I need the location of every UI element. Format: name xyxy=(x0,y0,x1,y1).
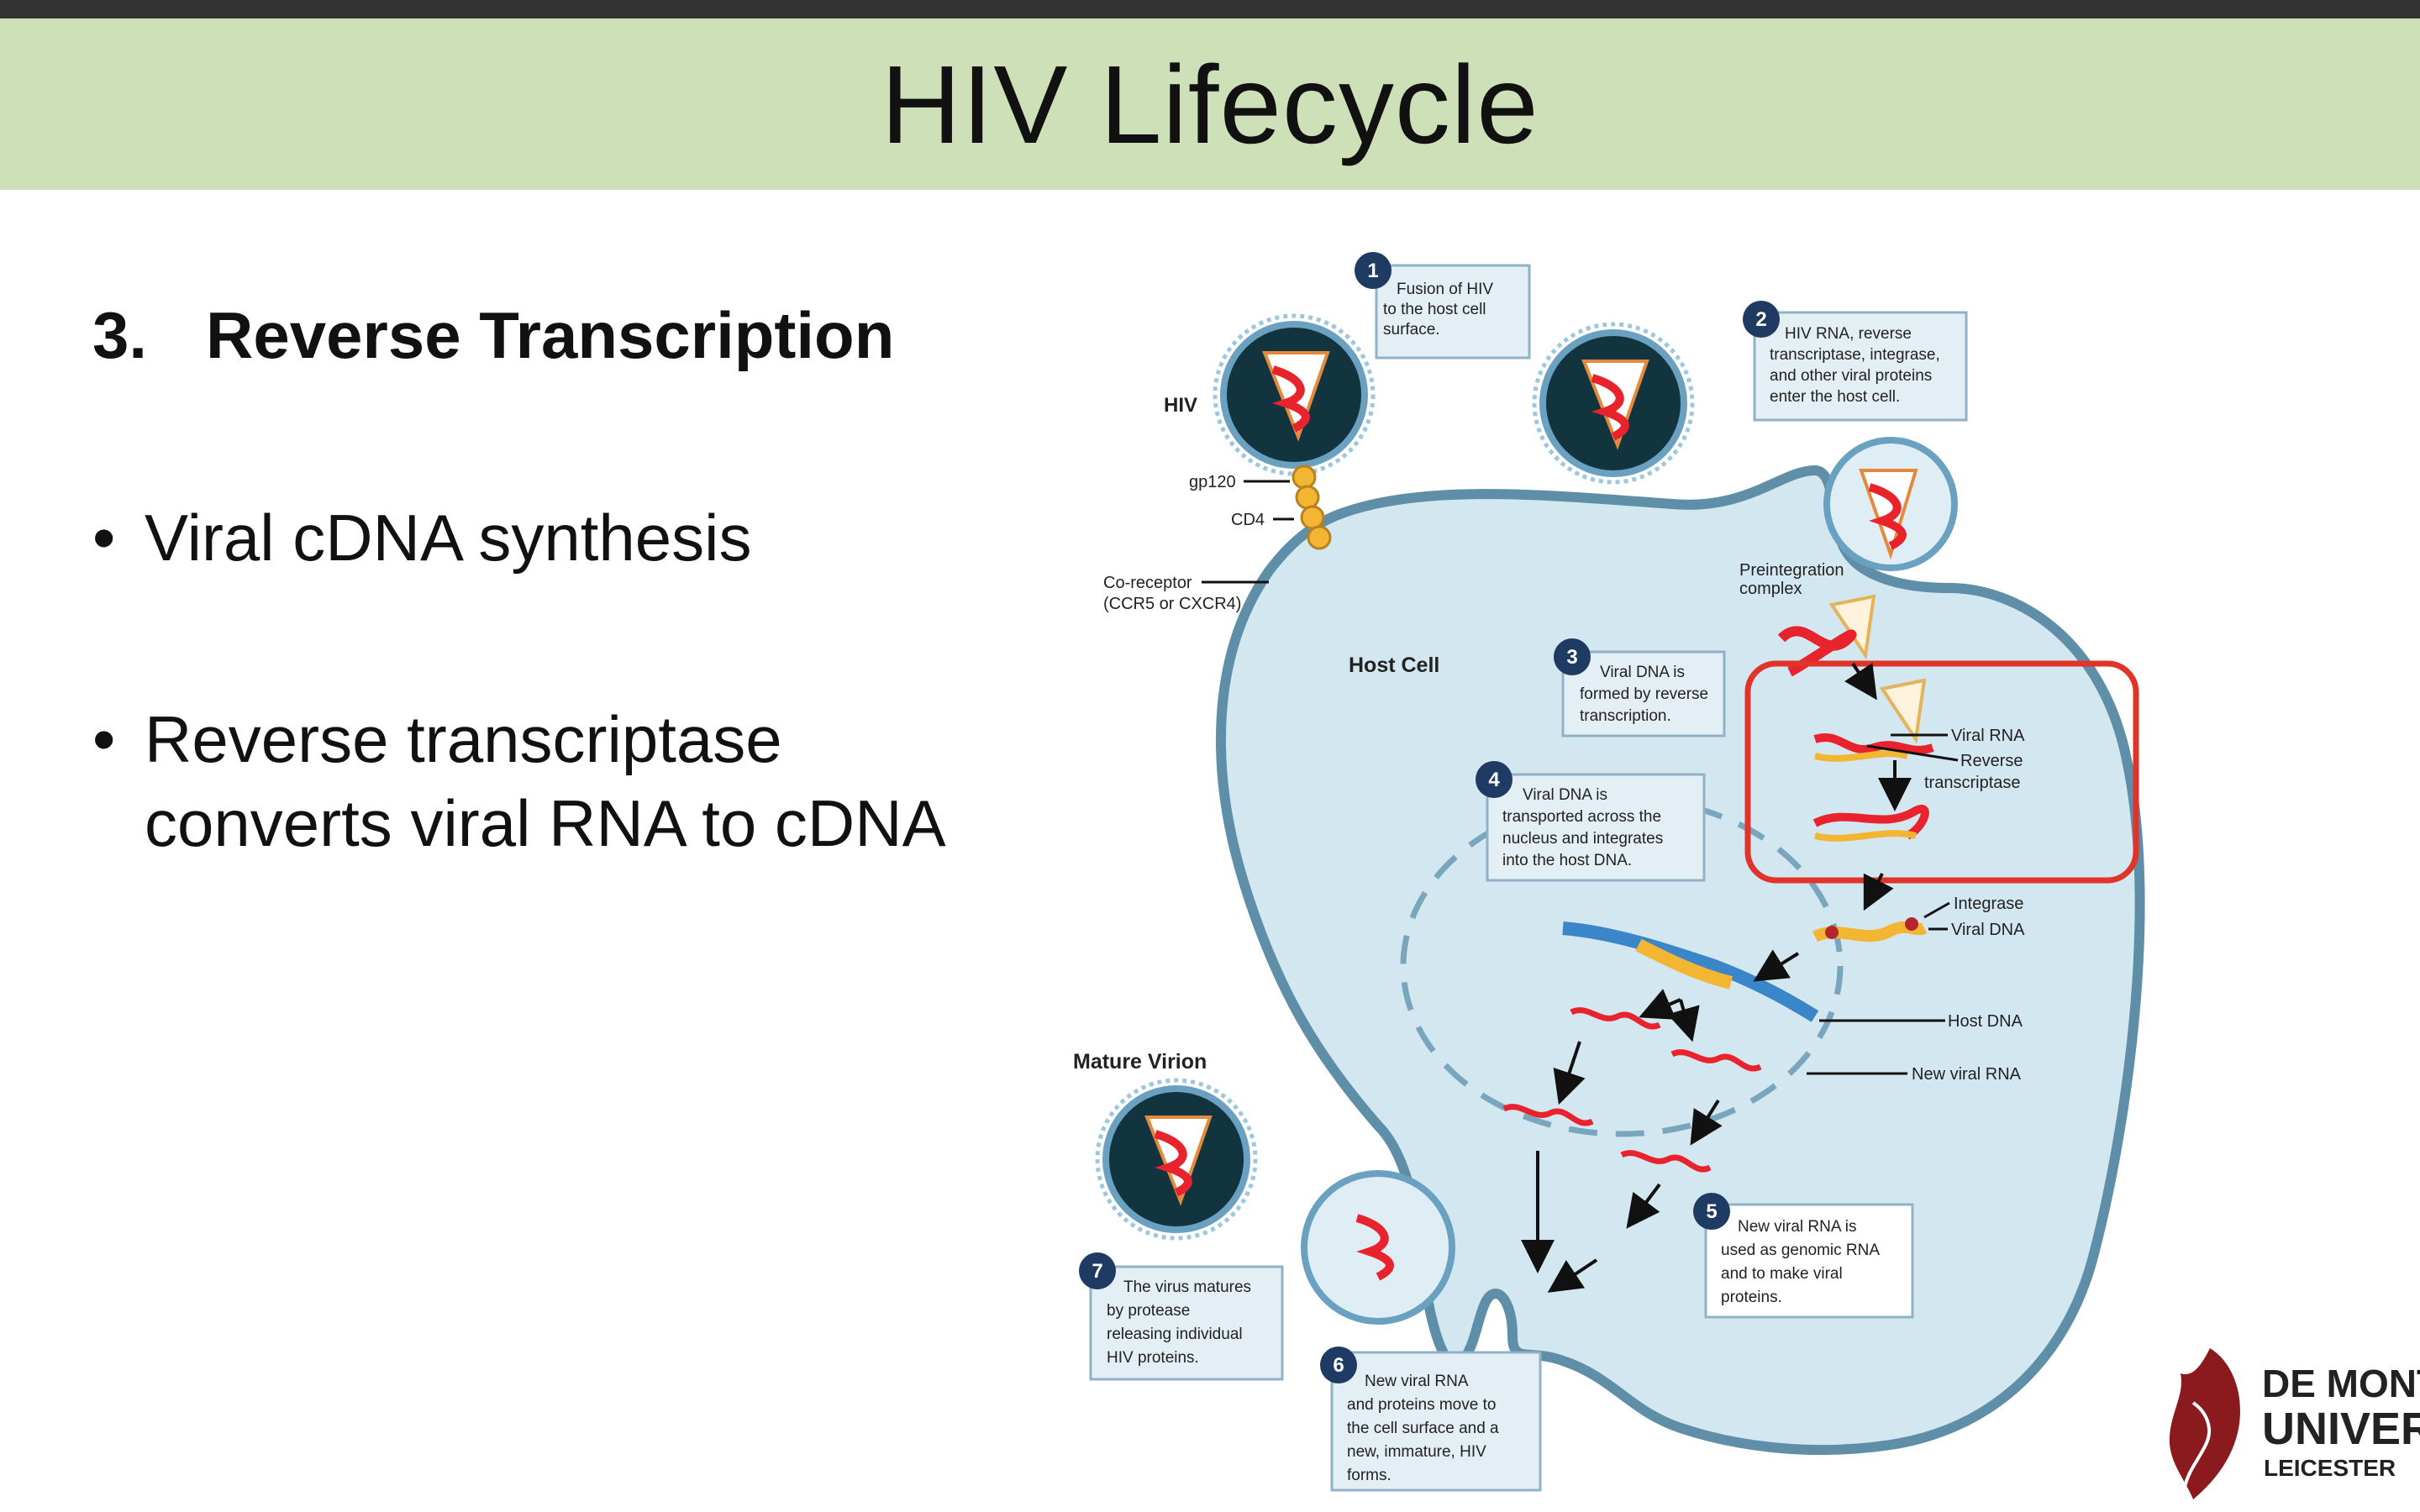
bullet-dot-icon: • xyxy=(92,702,116,776)
step-4-text: nucleus and integrates xyxy=(1502,830,1663,848)
step-6-number: 6 xyxy=(1333,1354,1344,1377)
immature-virion-budding xyxy=(1301,1170,1455,1325)
step-4-number: 4 xyxy=(1488,769,1500,791)
step-5-text: used as genomic RNA xyxy=(1721,1242,1880,1259)
step-5-text: and to make viral xyxy=(1721,1265,1843,1283)
step-2: 2 HIV RNA, reverse transcriptase, integr… xyxy=(1743,301,1968,422)
label-new-viral-rna: New viral RNA xyxy=(1912,1065,2022,1084)
step-3-text: transcription. xyxy=(1580,707,1671,725)
step-1-text: to the host cell xyxy=(1383,301,1486,318)
step-1: 1 Fusion of HIV to the host cell surface… xyxy=(1355,252,1531,360)
step-5-text: proteins. xyxy=(1721,1289,1782,1306)
heading-number: 3. xyxy=(92,298,148,372)
bullet-text-continued: converts viral RNA to cDNA xyxy=(145,786,946,860)
label-hiv: HIV xyxy=(1164,394,1197,417)
step-4-text: transported across the xyxy=(1502,808,1661,826)
step-6-text: New viral RNA xyxy=(1365,1373,1469,1390)
step-6-text: forms. xyxy=(1347,1467,1392,1484)
bullet-dot-icon: • xyxy=(92,501,116,575)
logo-line-3: LEICESTER xyxy=(2264,1455,2396,1481)
label-gp120: gp120 xyxy=(1189,473,1236,491)
preintegration-complex xyxy=(1777,594,1876,677)
step-5: 5 New viral RNA is used as genomic RNA a… xyxy=(1693,1193,1914,1319)
step-7-text: releasing individual xyxy=(1107,1326,1243,1343)
step-3: 3 Viral DNA is formed by reverse transcr… xyxy=(1554,638,1726,738)
university-logo: DE MONT UNIVER LEICESTER xyxy=(2160,1336,2420,1512)
step-1-text: surface. xyxy=(1383,321,1440,339)
bullet-text: Viral cDNA synthesis xyxy=(145,501,752,575)
step-6-text: new, immature, HIV xyxy=(1347,1443,1486,1461)
step-2-number: 2 xyxy=(1755,308,1766,331)
step-2-text: HIV RNA, reverse xyxy=(1785,325,1912,343)
process-arrows xyxy=(1521,662,1912,1293)
step-5-number: 5 xyxy=(1706,1200,1717,1223)
hiv-virion-binding xyxy=(1213,313,1376,476)
label-integrase: Integrase xyxy=(1954,895,2023,913)
hiv-entering-cell xyxy=(1823,437,1958,571)
viral-dna-integrase xyxy=(1812,917,1928,942)
step-4-text: Viral DNA is xyxy=(1523,786,1607,804)
highlight-box-reverse-transcription xyxy=(1744,660,2139,884)
label-preintegration-1: Preintegration xyxy=(1739,561,1844,580)
top-dark-bar xyxy=(0,0,2420,18)
cd4-receptor xyxy=(1292,465,1332,550)
reverse-transcription-strands xyxy=(1812,678,1934,842)
heading-text: Reverse Transcription xyxy=(206,298,895,372)
step-3-text: Viral DNA is xyxy=(1600,664,1685,681)
step-7: 7 The virus matures by protease releasin… xyxy=(1079,1252,1284,1381)
step-4-text: into the host DNA. xyxy=(1502,852,1632,869)
step-7-text: HIV proteins. xyxy=(1107,1349,1199,1367)
step-6-text: the cell surface and a xyxy=(1347,1420,1499,1437)
mature-virion xyxy=(1095,1078,1258,1241)
label-mature-virion: Mature Virion xyxy=(1073,1050,1207,1074)
hiv-virion-fusion xyxy=(1532,322,1695,485)
step-2-text: enter the host cell. xyxy=(1770,388,1900,406)
step-2-text: and other viral proteins xyxy=(1770,367,1932,385)
crest-icon xyxy=(2169,1348,2240,1499)
bullet-text: Reverse transcriptase xyxy=(145,702,782,776)
step-7-text: The virus matures xyxy=(1123,1278,1251,1296)
logo-line-2: UNIVER xyxy=(2262,1404,2420,1454)
slide-title: HIV Lifecycle xyxy=(881,42,1539,166)
label-cd4: CD4 xyxy=(1231,511,1265,529)
logo-line-1: DE MONT xyxy=(2262,1362,2420,1405)
step-7-text: by protease xyxy=(1107,1302,1190,1320)
title-band: HIV Lifecycle xyxy=(0,18,2420,190)
step-3-text: formed by reverse xyxy=(1580,685,1708,703)
label-preintegration-2: complex xyxy=(1739,580,1802,598)
step-1-number: 1 xyxy=(1367,260,1378,282)
label-viral-rna: Viral RNA xyxy=(1951,727,2025,745)
host-dna xyxy=(1562,921,1819,1022)
step-3-number: 3 xyxy=(1566,646,1577,669)
step-5-text: New viral RNA is xyxy=(1738,1218,1856,1236)
step-6-text: and proteins move to xyxy=(1347,1396,1496,1414)
label-reverse-transcriptase-1: Reverse xyxy=(1960,752,2023,770)
step-2-text: transcriptase, integrase, xyxy=(1770,346,1940,364)
step-4: 4 Viral DNA is transported across the nu… xyxy=(1476,761,1706,882)
label-host-cell: Host Cell xyxy=(1349,654,1439,677)
label-reverse-transcriptase-2: transcriptase xyxy=(1924,774,2021,792)
label-coreceptor-2: (CCR5 or CXCR4) xyxy=(1103,595,1241,613)
step-6: 6 New viral RNA and proteins move to the… xyxy=(1320,1347,1542,1492)
step-7-number: 7 xyxy=(1092,1260,1102,1283)
label-viral-dna: Viral DNA xyxy=(1951,921,2025,939)
label-leader-lines xyxy=(1202,480,1959,1075)
section-heading: 3. Reverse Transcription xyxy=(92,297,894,374)
new-viral-rna xyxy=(1502,1007,1762,1173)
label-host-dna: Host DNA xyxy=(1948,1012,2023,1031)
label-coreceptor-1: Co-receptor xyxy=(1103,574,1192,592)
step-1-text: Fusion of HIV xyxy=(1397,281,1493,298)
